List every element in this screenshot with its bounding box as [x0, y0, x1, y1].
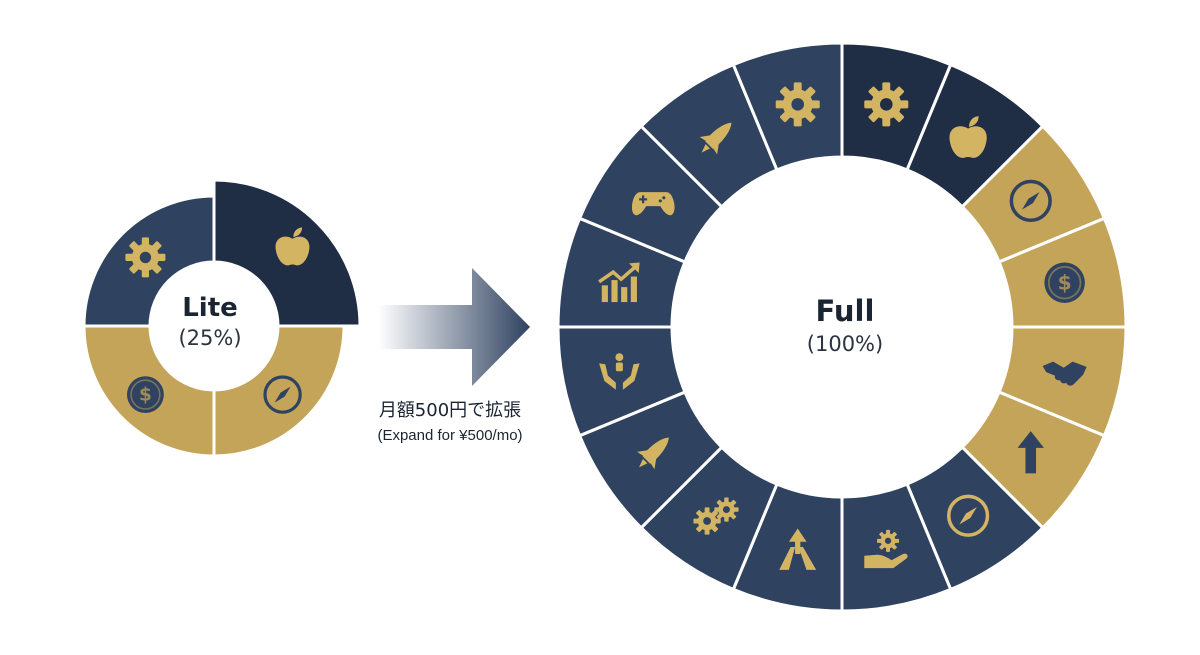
caption-japanese: 月額500円で拡張 — [378, 400, 522, 421]
dollar-coin-icon: $ — [1044, 262, 1085, 303]
rocket-icon — [699, 122, 732, 155]
lite-ring: $ — [82, 178, 362, 458]
gamepad-icon — [631, 192, 675, 216]
full-ring: $ — [556, 41, 1128, 613]
rocket-icon — [637, 437, 669, 470]
dollar-coin-icon: $ — [127, 376, 164, 413]
hands-person-icon — [599, 353, 640, 390]
expand-arrow-shape — [378, 268, 530, 386]
merge-arrows-icon — [779, 528, 817, 570]
up-arrow-icon — [1017, 431, 1044, 474]
growth-chart-icon — [598, 262, 640, 303]
gear-icon — [125, 237, 166, 278]
hand-gear-icon — [864, 529, 908, 569]
apple-icon — [949, 116, 987, 158]
svg-text:$: $ — [1058, 270, 1072, 294]
gears-icon — [693, 497, 739, 535]
gear-icon — [775, 82, 820, 127]
caption-english: (Expand for ¥500/mo) — [377, 427, 523, 444]
lite-percentage: (25%) — [178, 326, 242, 350]
handshake-icon — [1042, 361, 1087, 386]
full-label: Full (100%) — [760, 293, 930, 359]
svg-text:$: $ — [139, 385, 152, 406]
apple-icon — [275, 227, 310, 266]
full-title: Full — [815, 294, 875, 328]
gear-icon — [864, 82, 909, 127]
compass-icon — [946, 494, 990, 537]
compass-icon — [1009, 179, 1052, 223]
arrow-caption: 月額500円で拡張 (Expand for ¥500/mo) — [330, 398, 570, 448]
expand-arrow — [378, 268, 530, 386]
full-percentage: (100%) — [806, 332, 884, 356]
lite-title: Lite — [182, 293, 238, 323]
compass-icon — [263, 375, 302, 414]
ring-segment — [212, 324, 346, 458]
lite-label: Lite (25%) — [140, 292, 280, 352]
